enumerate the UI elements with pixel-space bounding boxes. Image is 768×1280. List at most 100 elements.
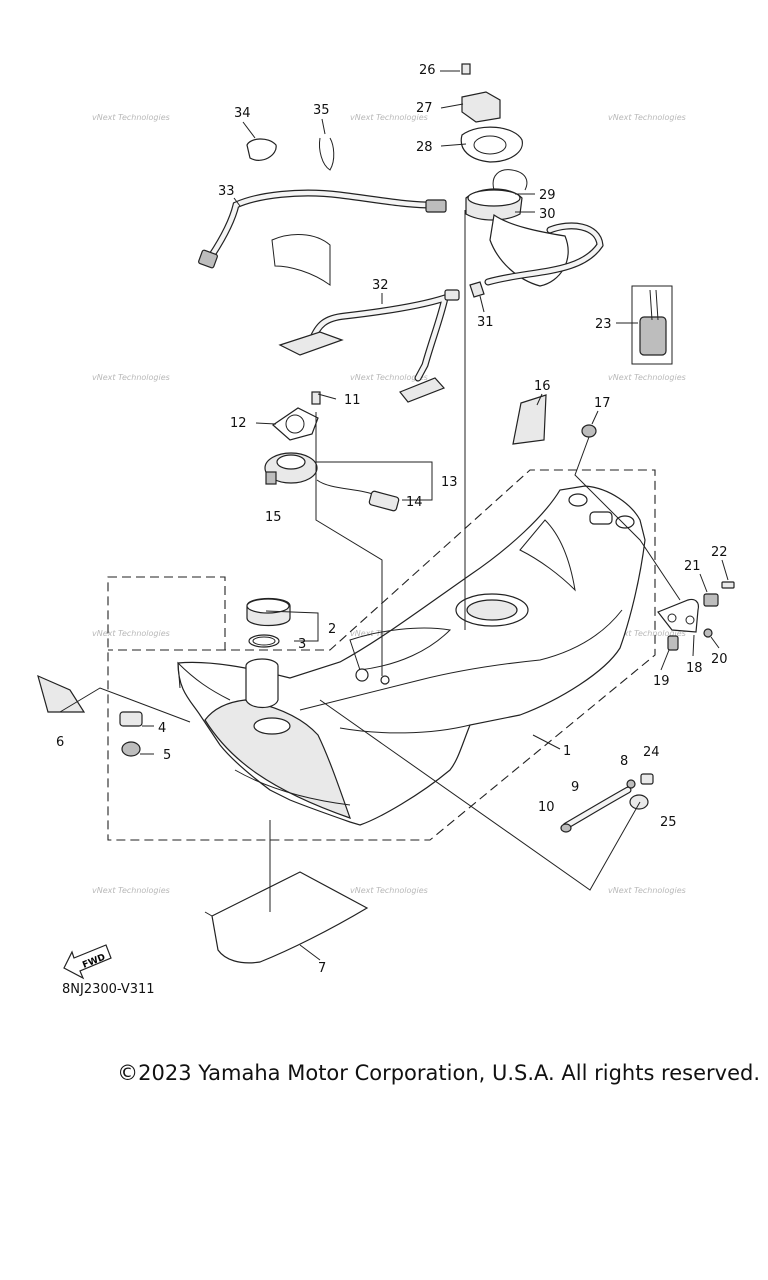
tank-bracket-hole xyxy=(568,493,588,507)
leader-19 xyxy=(660,649,670,671)
callout-8: 8 xyxy=(620,754,628,769)
callout-23: 23 xyxy=(595,317,612,332)
leader-11-to-tank xyxy=(315,412,383,676)
relay-23-box xyxy=(631,285,673,365)
grommet-25 xyxy=(629,794,649,810)
callout-2: 2 xyxy=(328,622,336,637)
watermark: vNext Technologies xyxy=(350,373,428,382)
leader-lines xyxy=(59,70,729,961)
bolt-grommet xyxy=(119,711,143,757)
watermark: vNext Technologies xyxy=(92,629,170,638)
leader-33 xyxy=(233,197,241,207)
tank-edge-band xyxy=(234,769,351,806)
drain-hose-set xyxy=(560,773,654,833)
leader-28 xyxy=(440,143,467,147)
clip-35 xyxy=(319,137,335,171)
fwd-arrow-icon: FWD xyxy=(63,944,112,980)
tank-slot xyxy=(589,511,613,525)
hose-routing-guide xyxy=(271,234,331,286)
callout-35: 35 xyxy=(313,103,330,118)
clamp-34 xyxy=(246,138,277,161)
bracket-hole xyxy=(667,613,677,623)
callout-1: 1 xyxy=(563,744,571,759)
fuel-pump-opening-inner xyxy=(466,599,518,621)
callout-6: 6 xyxy=(56,735,64,750)
callout-14: 14 xyxy=(406,495,423,510)
leader-35 xyxy=(321,118,326,135)
callout-20: 20 xyxy=(711,652,728,667)
leader-27 xyxy=(440,103,464,109)
callout-18: 18 xyxy=(686,661,703,676)
callout-7: 7 xyxy=(318,961,326,976)
gasket-28-inner xyxy=(473,135,507,155)
hose-end-connector xyxy=(198,249,218,269)
bolt-11 xyxy=(311,391,321,405)
callout-15: 15 xyxy=(265,510,282,525)
bracket-hole xyxy=(685,615,695,625)
watermark: vNext Technologies xyxy=(350,886,428,895)
bolt-4 xyxy=(119,711,143,727)
watermark: vNext Technologies xyxy=(92,373,170,382)
callout-16: 16 xyxy=(534,379,551,394)
relay-23-group xyxy=(631,285,673,365)
leader-2-3 xyxy=(265,610,319,642)
leader-8-25 xyxy=(319,699,641,891)
callout-11: 11 xyxy=(344,393,361,408)
callout-13: 13 xyxy=(441,475,458,490)
callout-19: 19 xyxy=(653,674,670,689)
sender-wire xyxy=(316,479,379,497)
callout-12: 12 xyxy=(230,416,247,431)
leader-34 xyxy=(242,121,256,139)
leader-6 xyxy=(59,687,191,723)
callout-9: 9 xyxy=(571,780,579,795)
tank-lower-seam xyxy=(339,724,471,734)
tank-mount-hole xyxy=(380,675,390,685)
joint-24 xyxy=(640,773,654,785)
fuel-tank xyxy=(177,485,646,826)
fwd-arrow-shape xyxy=(63,944,112,980)
screw-26 xyxy=(461,63,471,75)
gasket-12 xyxy=(272,407,319,441)
pad-32b xyxy=(399,377,446,403)
leader-1 xyxy=(532,734,561,750)
leader-17 xyxy=(591,410,599,425)
leader-13-14 xyxy=(316,461,433,501)
assembly-outlines xyxy=(107,469,656,841)
leader-7b xyxy=(299,944,321,961)
pad-32a xyxy=(278,331,344,356)
relay-23 xyxy=(639,316,667,356)
callout-17: 17 xyxy=(594,396,611,411)
tank-recess xyxy=(519,519,576,592)
fuel-pump-set xyxy=(460,63,604,298)
watermark: vNext Technologies xyxy=(608,113,686,122)
cap-gasket-inner xyxy=(252,636,276,646)
grommet-5 xyxy=(121,741,141,757)
watermark: vNext Technologies xyxy=(92,113,170,122)
clamp-8 xyxy=(626,779,636,789)
copyright-notice: ©2023 Yamaha Motor Corporation, U.S.A. A… xyxy=(117,1061,760,1085)
watermark: vNext Technologies xyxy=(608,373,686,382)
callout-3: 3 xyxy=(298,637,306,652)
sender-13-top xyxy=(276,454,306,470)
filler-seat xyxy=(253,717,291,735)
tank-bracket-hole xyxy=(615,515,635,529)
fuel-tank-parts-diagram: vNext Technologies vNext Technologies vN… xyxy=(37,63,735,997)
leader-18 xyxy=(692,634,695,657)
callout-31: 31 xyxy=(477,315,494,330)
nut-20 xyxy=(703,628,713,638)
collar-19 xyxy=(667,635,679,651)
watermark: vNext Technologies xyxy=(608,886,686,895)
leader-11 xyxy=(317,393,337,400)
bolt-22 xyxy=(721,581,735,589)
drain-hose-9-inner xyxy=(563,787,631,829)
callout-29: 29 xyxy=(539,188,556,203)
callout-25: 25 xyxy=(660,815,677,830)
clamp-10 xyxy=(560,823,572,833)
sheet-tab xyxy=(204,911,213,917)
callout-labels: 1 2 3 4 5 6 7 8 9 10 11 12 13 14 15 16 1… xyxy=(56,63,728,976)
callout-21: 21 xyxy=(684,559,701,574)
callout-4: 4 xyxy=(158,721,166,736)
fuel-hose-33-inner xyxy=(207,190,443,261)
tank-side-panel xyxy=(204,699,351,819)
cap-17 xyxy=(581,424,597,438)
